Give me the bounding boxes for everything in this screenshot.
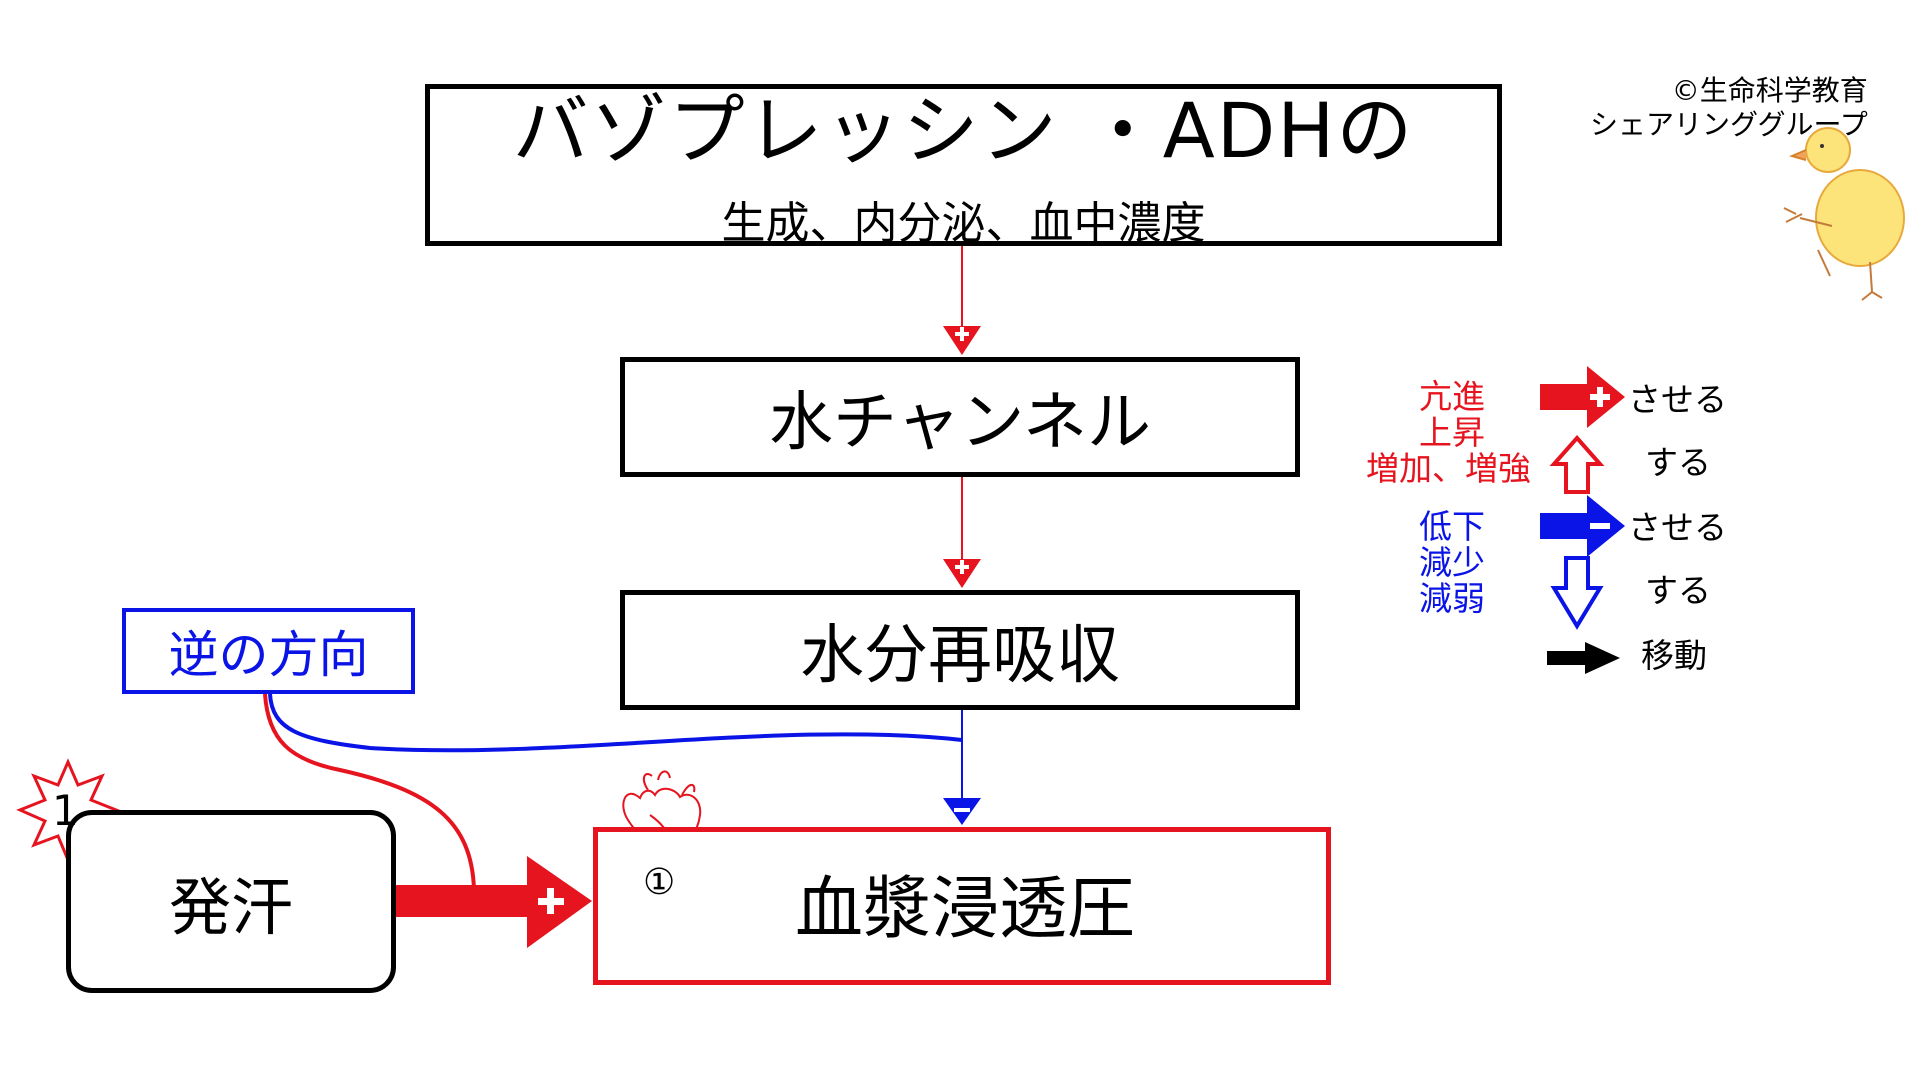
vasopressin-adh-box: バゾプレッシン ・ADHの 生成、内分泌、血中濃度 [425,84,1502,249]
legend-blue-cause-arrow [1540,495,1625,557]
burst-number-label: 1 [52,786,79,835]
legend-cause-label-2: させる [1628,508,1727,547]
vasopressin-subtitle: 生成、内分泌、血中濃度 [721,198,1206,249]
reverse-direction-box: 逆の方向 [122,608,415,694]
blue-feedback-curve [268,693,963,753]
legend-blue-down-arrow [1550,556,1604,630]
plasma-osmotic-pressure-box [593,827,1331,985]
legend-decrease-label: 減少 [1419,543,1485,582]
legend-move-label: 移動 [1641,636,1707,675]
arrow-aquaporin-to-reabsorption [943,477,981,588]
arrow-reabsorption-to-plasma [943,710,981,825]
legend-decline-label: 低下 [1419,507,1485,546]
legend-weaken-label: 減弱 [1419,579,1485,618]
legend-cause-label: させる [1628,380,1727,419]
copyright-line-1: ©生命科学教育 [1671,74,1868,107]
copyright-line-2: シェアリンググループ [1590,108,1868,142]
legend-do-label: する [1645,443,1711,482]
chick-illustration [1783,127,1905,301]
legend-move-arrow [1547,642,1620,674]
legend-do-label-2: する [1645,571,1711,610]
legend-increase-label: 増加、増強 [1366,449,1531,488]
sweating-box: 発汗 [66,810,396,993]
aquaporin-box: 水チャンネル [620,357,1300,477]
legend-rise-label: 上昇 [1419,413,1485,452]
arrow-adh-to-aquaporin [943,246,981,355]
legend-red-cause-arrow [1540,366,1625,428]
red-feedback-curve [263,693,476,891]
legend-red-up-arrow [1549,434,1605,494]
plasma-osmotic-pressure-label: 血漿浸透圧 [795,870,1136,949]
legend-hyper-label: 亢進 [1419,377,1485,416]
circled-number-label: ① [643,862,676,903]
water-reabsorption-box: 水分再吸収 [620,590,1300,710]
arrow-sweat-to-plasma [396,856,592,948]
vasopressin-title: バゾプレッシン ・ADHの [512,86,1415,175]
copyright-notice: ©生命科学教育 シェアリンググループ [1590,74,1868,142]
